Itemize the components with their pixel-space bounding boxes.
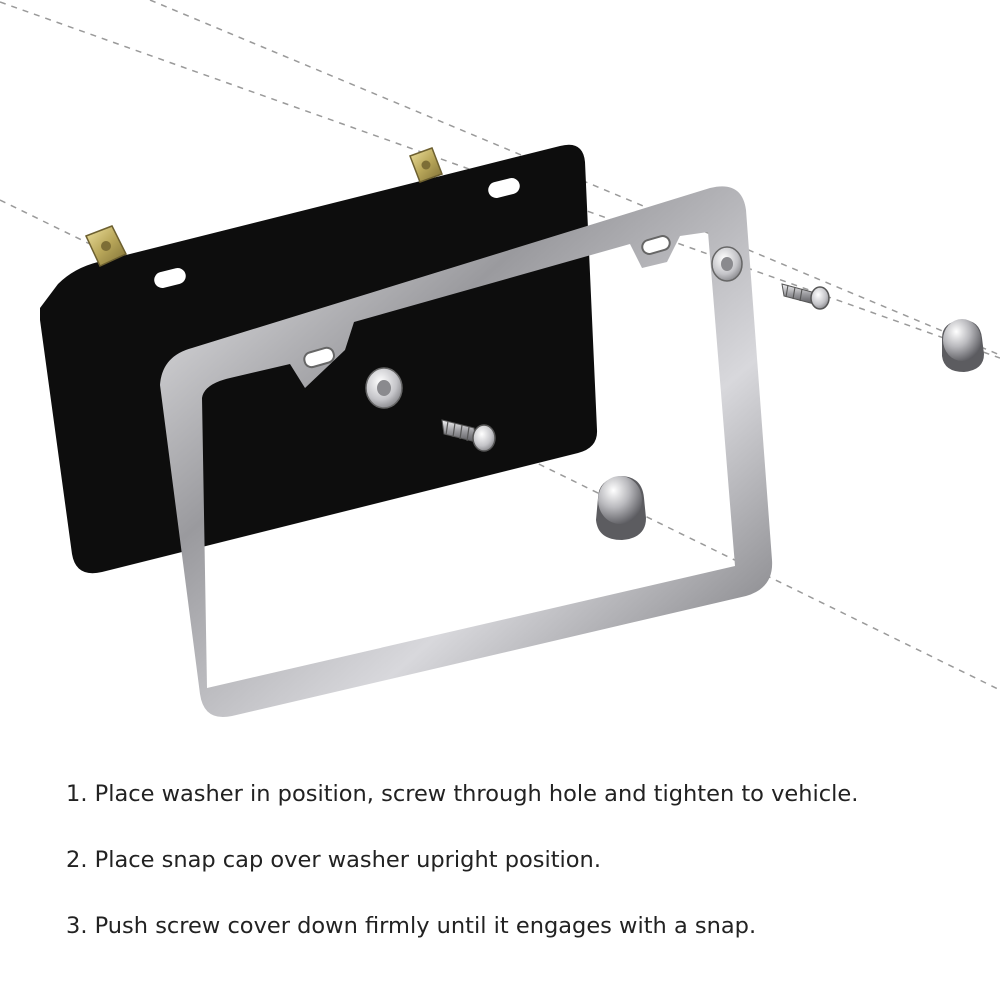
step-number: 3. xyxy=(66,913,88,939)
instruction-steps: 1. Place washer in position, screw throu… xyxy=(66,778,858,942)
step-text: Push screw cover down firmly until it en… xyxy=(94,913,757,939)
step-number: 1. xyxy=(66,781,88,807)
frame-slot-right xyxy=(641,235,671,255)
step-number: 2. xyxy=(66,847,88,873)
snap-cap-right xyxy=(942,319,984,372)
step-text: Place snap cap over washer upright posit… xyxy=(94,847,601,873)
washer-right xyxy=(711,246,743,282)
screw-left xyxy=(441,419,496,452)
step-text: Place washer in position, screw through … xyxy=(94,781,859,807)
instruction-step-1: 1. Place washer in position, screw throu… xyxy=(66,778,858,810)
instruction-step-3: 3. Push screw cover down firmly until it… xyxy=(66,910,858,942)
instruction-step-2: 2. Place snap cap over washer upright po… xyxy=(66,844,858,876)
clip-nut-right xyxy=(409,147,443,183)
snap-cap-front xyxy=(596,476,646,540)
clip-nut-left xyxy=(84,225,128,267)
frame-slot-left xyxy=(303,346,335,369)
exploded-view-illustration xyxy=(0,0,1000,718)
license-frame xyxy=(160,186,773,718)
plate-slot-right xyxy=(488,178,520,198)
screw-right xyxy=(781,283,830,310)
plate-slot-left xyxy=(154,268,186,288)
washer-left xyxy=(365,367,403,409)
